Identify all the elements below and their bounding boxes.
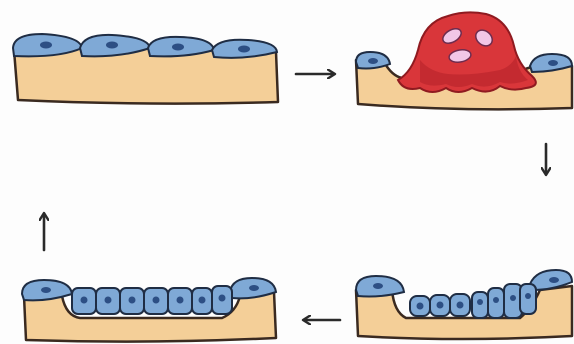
nucleus	[219, 295, 226, 302]
nucleus	[105, 297, 112, 304]
panel-intact-layer	[13, 34, 278, 104]
nucleus	[457, 302, 464, 309]
nucleus	[238, 46, 250, 53]
nucleus	[40, 42, 52, 49]
nucleus	[81, 297, 88, 304]
nucleus	[417, 303, 424, 310]
osteoclast	[398, 12, 536, 92]
nucleus	[548, 60, 558, 66]
panel-resorption	[356, 12, 572, 109]
nucleus	[199, 297, 206, 304]
panel-refill	[356, 270, 572, 339]
nucleus	[437, 302, 444, 309]
nucleus	[373, 283, 383, 289]
nucleus	[549, 277, 559, 283]
nucleus	[477, 299, 483, 305]
cycle-arrows	[44, 74, 546, 320]
nucleus	[129, 297, 136, 304]
nucleus	[41, 287, 51, 293]
panel-restored-layer	[22, 278, 276, 342]
nucleus	[106, 42, 118, 49]
nucleus	[153, 297, 160, 304]
nucleus	[493, 297, 499, 303]
new-bone-cells-row	[72, 286, 232, 314]
new-cells	[410, 284, 536, 318]
nucleus	[525, 293, 531, 299]
nucleus	[368, 58, 378, 64]
nucleus	[510, 295, 516, 301]
nucleus	[249, 285, 259, 291]
nucleus	[177, 297, 184, 304]
nucleus	[172, 44, 184, 51]
